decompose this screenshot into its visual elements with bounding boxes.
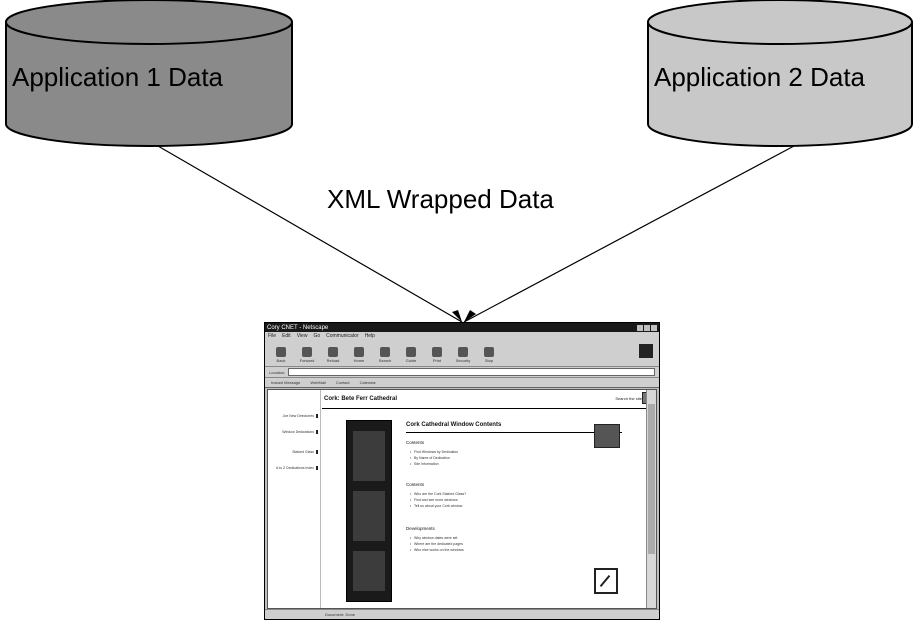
stop-icon: [484, 347, 494, 357]
back-label: Back: [276, 358, 286, 363]
browser-menubar: File Edit View Go Communicator Help: [265, 332, 659, 340]
vertical-scrollbar[interactable]: [646, 390, 656, 608]
page-title: Cork: Bete Ferr Cathedral: [324, 396, 398, 402]
home-label: Home: [353, 358, 365, 363]
bullet-item[interactable]: Find Windows by Dedication: [410, 450, 458, 454]
reload-button[interactable]: Reload: [325, 343, 341, 363]
bullet-item[interactable]: Tell us about your Cork window: [410, 504, 462, 508]
cylinder-1-body: [5, 21, 293, 147]
application-1-data-cylinder: [5, 0, 293, 147]
security-button[interactable]: Security: [455, 343, 471, 363]
forward-label: Forward: [299, 358, 315, 363]
bullet-item[interactable]: Why window dates were set: [410, 536, 457, 540]
address-bar: Location:: [265, 367, 659, 378]
print-button[interactable]: Print: [429, 343, 445, 363]
bullet-item[interactable]: Find and see more windows: [410, 498, 458, 502]
stained-glass-image: [346, 420, 392, 602]
personal-toolbar: Instant Message WebMail Contact Calendar: [265, 378, 659, 388]
nav-link[interactable]: A to Z Dedications Index: [268, 466, 318, 470]
reload-label: Reload: [326, 358, 340, 363]
window-thumbnail: [594, 424, 620, 448]
guide-icon: [406, 347, 416, 357]
subhead-developments: Developments: [406, 526, 435, 531]
status-text: Document: Done: [325, 612, 356, 617]
link-webmail[interactable]: WebMail: [310, 380, 326, 385]
left-navigation: Joe New Directories Window Dedications S…: [268, 390, 321, 608]
forward-button[interactable]: Forward: [299, 343, 315, 363]
cylinder-2-body: [647, 21, 913, 147]
search-icon: [380, 347, 390, 357]
browser-titlebar: Cory CNET - Netscape: [265, 323, 659, 332]
search-site-link[interactable]: Search the site: [615, 396, 642, 401]
status-bar: Document: Done: [265, 609, 659, 619]
xml-wrapped-data-label: XML Wrapped Data: [327, 184, 554, 214]
browser-toolbar: Back Forward Reload Home Search Guide Pr…: [265, 340, 659, 367]
menu-file[interactable]: File: [268, 333, 277, 339]
stop-label: Stop: [484, 358, 494, 363]
nav-link[interactable]: Stained Glass: [268, 450, 318, 454]
guide-label: Guide: [405, 358, 417, 363]
link-calendar[interactable]: Calendar: [359, 380, 376, 385]
glass-pane: [353, 551, 385, 591]
home-icon: [354, 347, 364, 357]
nav-link[interactable]: Joe New Directories: [268, 414, 318, 418]
menu-communicator[interactable]: Communicator: [326, 333, 359, 339]
arrowhead-left: [452, 310, 462, 322]
security-icon: [458, 347, 468, 357]
section-title: Cork Cathedral Window Contents: [406, 422, 502, 428]
minimize-icon[interactable]: [637, 324, 643, 331]
browser-title: Cory CNET - Netscape: [267, 324, 329, 331]
link-contact[interactable]: Contact: [335, 380, 350, 385]
cylinder-1-top: [5, 0, 293, 45]
subhead-contents-2: Contents: [406, 482, 425, 487]
menu-go[interactable]: Go: [313, 333, 321, 339]
connector-line-left: [157, 145, 463, 323]
subhead-contents: Contents: [406, 440, 425, 445]
guide-button[interactable]: Guide: [403, 343, 419, 363]
nav-link[interactable]: Window Dedications: [268, 430, 318, 434]
address-label: Location:: [269, 369, 286, 375]
bullet-item[interactable]: By Name of Dedication: [410, 456, 450, 460]
cylinder-2-top: [647, 0, 913, 45]
pen-thumbnail-icon: [594, 568, 618, 594]
link-instant-message[interactable]: Instant Message: [271, 380, 301, 385]
back-icon: [276, 347, 286, 357]
search-button[interactable]: Search: [377, 343, 393, 363]
netscape-logo-icon: [639, 344, 653, 358]
browser-window: Cory CNET - Netscape File Edit View Go C…: [264, 322, 660, 620]
maximize-icon[interactable]: [644, 324, 650, 331]
scrollbar-thumb[interactable]: [648, 404, 655, 554]
glass-pane: [353, 491, 385, 541]
menu-edit[interactable]: Edit: [282, 333, 291, 339]
close-icon[interactable]: [651, 324, 657, 331]
security-label: Security: [455, 358, 471, 363]
menu-help[interactable]: Help: [364, 333, 375, 339]
glass-pane: [353, 431, 385, 481]
section-rule: [406, 432, 622, 433]
back-button[interactable]: Back: [273, 343, 289, 363]
bullet-item[interactable]: Where are the dedicated pages: [410, 542, 463, 546]
bullet-item[interactable]: Who are the Cork Stained Glass?: [410, 492, 466, 496]
main-pane: Cork: Bete Ferr Cathedral Search the sit…: [322, 390, 654, 608]
header-rule: [322, 408, 646, 409]
stop-button[interactable]: Stop: [481, 343, 497, 363]
bullet-item[interactable]: Site Information: [410, 462, 438, 466]
application-1-label: Application 1 Data: [12, 62, 224, 92]
arrowhead-right: [464, 310, 476, 322]
application-2-label: Application 2 Data: [654, 62, 866, 92]
search-label: Search: [378, 358, 392, 363]
home-button[interactable]: Home: [351, 343, 367, 363]
forward-icon: [302, 347, 312, 357]
menu-view[interactable]: View: [296, 333, 308, 339]
address-input[interactable]: [288, 368, 655, 376]
print-label: Print: [432, 358, 442, 363]
connector-line-right: [463, 145, 795, 323]
reload-icon: [328, 347, 338, 357]
page-content: Joe New Directories Window Dedications S…: [267, 389, 657, 609]
window-controls: [637, 324, 657, 331]
bullet-item[interactable]: Who else works on the windows: [410, 548, 464, 552]
application-2-data-cylinder: [647, 0, 913, 147]
print-icon: [432, 347, 442, 357]
